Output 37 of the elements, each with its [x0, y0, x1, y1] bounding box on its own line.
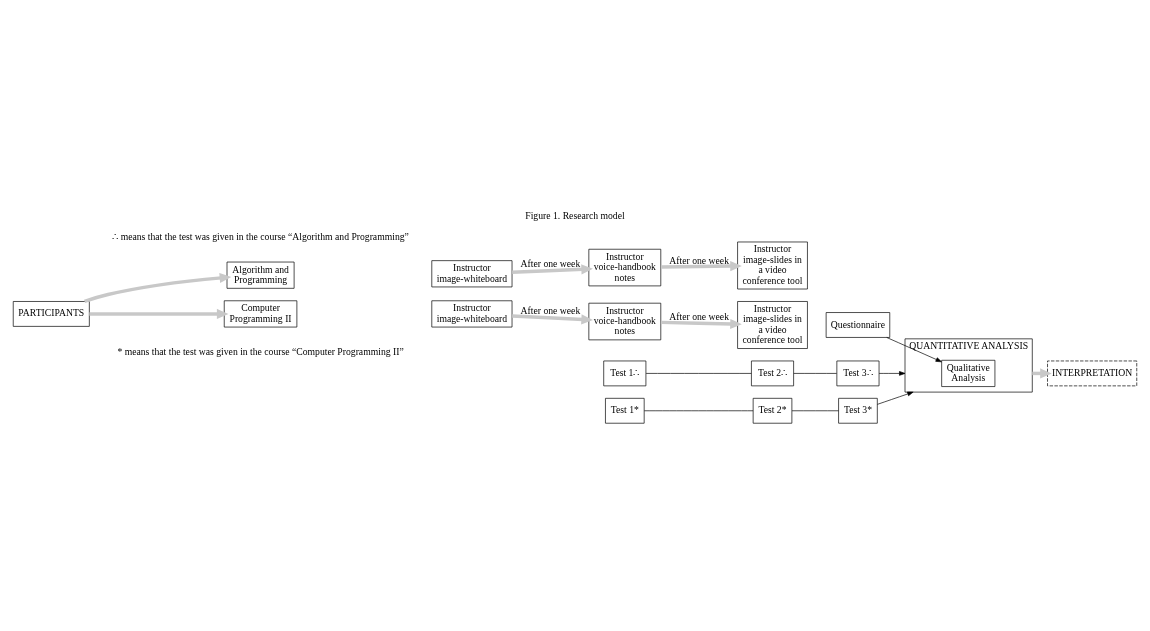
label: ∴ means that the test was given in the course “Algorithm and Programming” [112, 230, 409, 242]
node-box: Instructor voice-handbook notes [588, 248, 662, 286]
node-box: Test 2∴ [751, 360, 794, 386]
node-box: Qualitative Analysis [941, 359, 996, 387]
arrow [660, 260, 742, 271]
node-box: Instructor voice-handbook notes [588, 302, 662, 340]
connector [793, 372, 837, 374]
connector [791, 409, 839, 411]
node-box: Instructor image-slides in a video conference tool [737, 300, 808, 349]
edge-label: After one week [520, 257, 581, 269]
node-box: Instructor image-slides in a video conference tool [737, 241, 808, 289]
node-box: Test 1∴ [603, 360, 647, 386]
node-box: Test 3* [838, 397, 878, 424]
arrow [877, 391, 914, 405]
arrow [660, 318, 742, 329]
node-box: Test 2* [752, 397, 793, 424]
node-box: Test 3∴ [836, 360, 880, 386]
node-box: Test 1* [605, 397, 645, 424]
node-box: Instructor image-whiteboard [431, 299, 513, 327]
node-box: Questionnaire [825, 311, 891, 338]
edge-label: After one week [520, 304, 581, 316]
diagram-title: Figure 1. Research model [525, 209, 625, 221]
node-box: Instructor image-whiteboard [431, 259, 513, 287]
node-box: Computer Programming II [223, 299, 298, 327]
label: * means that the test was given in the course “Computer Programming II” [117, 345, 404, 357]
node-box: INTERPRETATION [1047, 360, 1138, 386]
node-box: Algorithm and Programming [226, 261, 295, 289]
edge-label: After one week [669, 254, 729, 266]
arrow [84, 272, 232, 303]
arrow [89, 308, 229, 319]
arrow [512, 263, 593, 274]
arrow [512, 313, 593, 324]
arrow [878, 370, 906, 376]
connector [645, 372, 752, 374]
edge-label: After one week [669, 310, 729, 322]
node-box: PARTICIPANTS [12, 300, 90, 327]
arrow [886, 336, 942, 362]
